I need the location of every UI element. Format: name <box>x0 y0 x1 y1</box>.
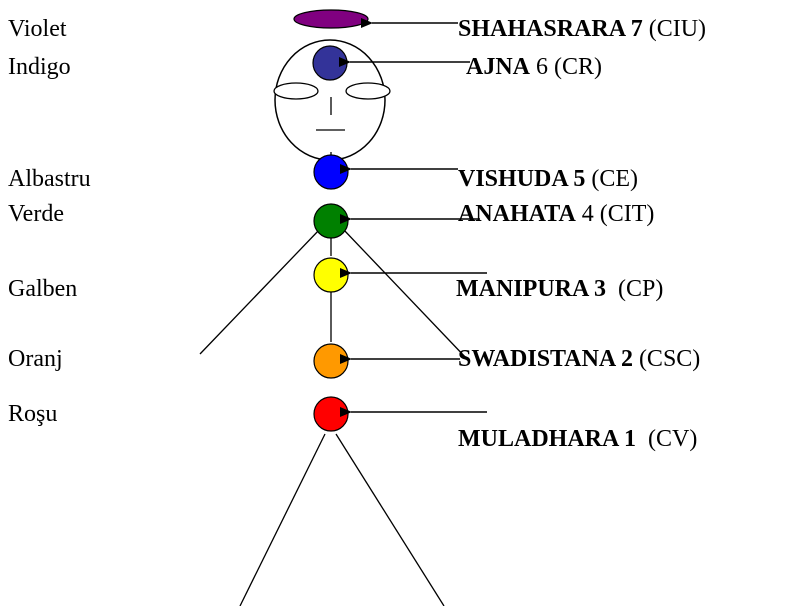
chakra-name: MULADHARA 1 <box>458 426 636 452</box>
chakra-code: (CIU) <box>648 16 707 42</box>
chakra-code: (CIT) <box>599 201 655 227</box>
chakra-crown-marker <box>293 9 369 29</box>
color-label-oranj: Oranj <box>8 346 63 372</box>
color-label-galben: Galben <box>8 276 78 302</box>
chakra-number: 4 <box>581 201 594 227</box>
right-arm <box>342 228 469 361</box>
chakra-name: ANAHATA <box>458 201 576 227</box>
chakra-solar-plexus-marker <box>313 257 349 293</box>
right-eye <box>345 82 391 100</box>
chakra-label-swadistana: SWADISTANA 2 (CSC) <box>458 345 700 373</box>
chakra-code: (CP) <box>618 276 664 302</box>
color-label-albastru: Albastru <box>8 166 91 192</box>
color-label-violet: Violet <box>8 16 67 42</box>
left-eye <box>273 82 319 100</box>
chakra-label-ajna: AJNA 6 (CR) <box>466 53 602 81</box>
chakra-label-muladhara: MULADHARA 1 (CV) <box>458 425 697 453</box>
color-label-rosu: Roşu <box>8 401 58 427</box>
chakra-name: VISHUDA 5 <box>458 166 586 192</box>
chakra-code: (CSC) <box>638 346 701 372</box>
chakra-code: (CR) <box>554 54 602 80</box>
chakra-name: SWADISTANA 2 <box>458 346 633 372</box>
chakra-name: MANIPURA 3 <box>456 276 606 302</box>
chakra-name: SHAHASRARA 7 <box>458 16 643 42</box>
chakra-sacral-marker <box>313 343 349 379</box>
chakra-name: AJNA <box>466 54 530 80</box>
color-label-indigo: Indigo <box>8 54 71 80</box>
chakra-label-manipura: MANIPURA 3 (CP) <box>456 275 663 303</box>
color-label-verde: Verde <box>8 201 64 227</box>
chakra-third-eye-marker <box>312 45 348 81</box>
chakra-number: 6 <box>536 54 548 80</box>
chakra-root-marker <box>313 396 349 432</box>
chakra-code: (CV) <box>648 426 698 452</box>
chakra-label-anahata: ANAHATA 4 (CIT) <box>458 200 654 228</box>
chakra-label-vishuda: VISHUDA 5 (CE) <box>458 165 638 193</box>
chakra-heart-marker <box>313 203 349 239</box>
chakra-label-shahasrara: SHAHASRARA 7 (CIU) <box>458 15 706 43</box>
left-leg <box>239 433 326 606</box>
left-arm <box>199 228 321 355</box>
right-leg <box>335 433 445 606</box>
chakra-throat-marker <box>313 154 349 190</box>
chakra-code: (CE) <box>591 166 639 192</box>
